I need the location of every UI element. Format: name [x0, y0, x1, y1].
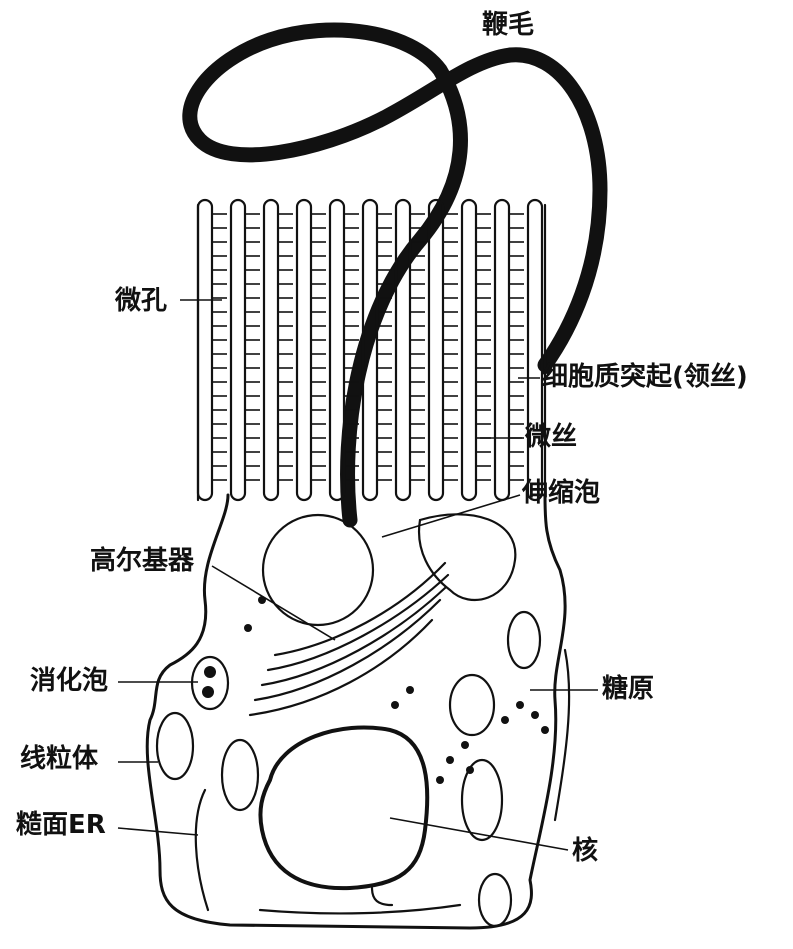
label-golgi: 高尔基器 [90, 548, 194, 574]
label-nucleus: 核 [572, 838, 598, 864]
microvillus [198, 200, 212, 500]
mitochondrion-2 [222, 740, 258, 810]
label-rough-er: 糙面ER [16, 812, 106, 838]
microvillus [297, 200, 311, 500]
golgi-shape [250, 563, 448, 715]
mitochondrion-1 [157, 713, 193, 779]
label-microfilament: 微丝 [525, 424, 577, 450]
mitochondrion-4 [508, 612, 540, 668]
label-collar: 细胞质突起(领丝) [542, 364, 748, 390]
mitochondrion-5 [479, 874, 511, 926]
microvillus [231, 200, 245, 500]
cell-body-outline [147, 495, 565, 928]
contractile-vacuole-shape [263, 515, 373, 625]
microvillus [264, 200, 278, 500]
microvillus [462, 200, 476, 500]
microvillus [495, 200, 509, 500]
label-mitochondria: 线粒体 [20, 746, 98, 772]
label-contractile-vacuole: 伸缩泡 [522, 480, 600, 506]
digestive-vacuole-shape [192, 657, 228, 709]
microvillus [429, 200, 443, 500]
label-micropore: 微孔 [115, 288, 167, 314]
glycogen-granules [244, 596, 549, 784]
microvillus [528, 200, 542, 500]
label-flagellum: 鞭毛 [482, 12, 534, 38]
mitochondrion-3 [450, 675, 494, 735]
label-digestive-vacuole: 消化泡 [30, 668, 108, 694]
nucleus-shape [260, 727, 427, 888]
nucleus-stalk [372, 888, 392, 905]
rough-er-shape [196, 790, 208, 910]
label-glycogen: 糖原 [602, 676, 654, 702]
